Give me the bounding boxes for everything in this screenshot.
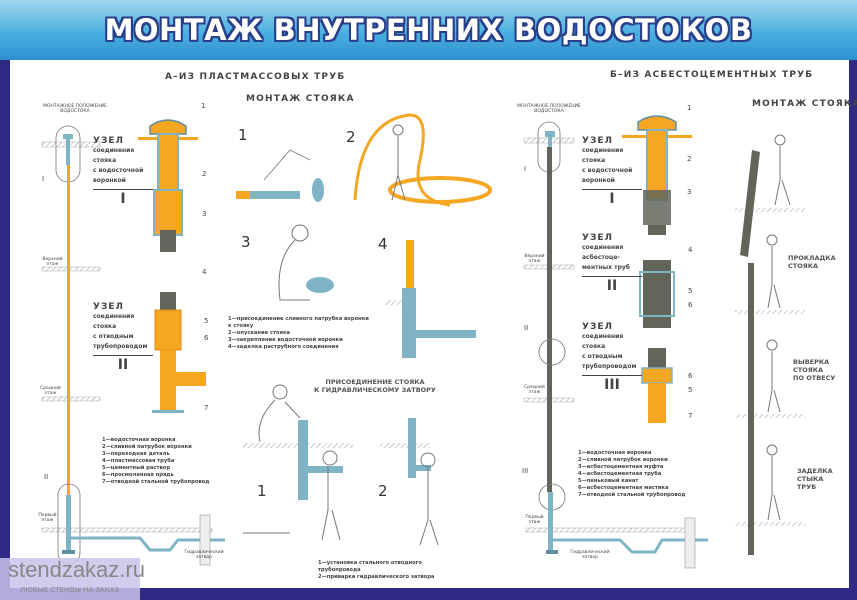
step-number: 1 — [257, 482, 267, 500]
legend-a: 1—водосточная воронка 2—сливной патрубок… — [102, 437, 210, 485]
callout: 5 — [688, 386, 693, 394]
node-details-a — [138, 119, 206, 413]
floor-label-middle: Средний этаж — [40, 386, 61, 396]
callout: 2 — [202, 170, 207, 178]
caption-joint-sealing: ЗАДЕЛКА СТЫКА ТРУБ — [797, 467, 833, 491]
callout: 3 — [202, 210, 207, 218]
callout: 1 — [687, 104, 692, 112]
floor-label-top: Верхний этаж — [42, 257, 63, 267]
riser-b-diagram — [523, 121, 708, 569]
section-a-heading: А–ИЗ ПЛАСТМАССОВЫХ ТРУБ — [165, 72, 346, 82]
node-label-ii: УЗЕЛ соединения стояка с отводным трубоп… — [93, 302, 153, 374]
floor-label-top: Верхний этаж — [524, 254, 545, 264]
callout: 2 — [687, 155, 692, 163]
trap-label: Гидравлический затвор — [570, 550, 610, 560]
section-b-install-position: МОНТАЖНОЕ ПОЛОЖЕНИЕ ВОДОСТОКА — [517, 104, 581, 114]
watermark-site: stendzakaz.ru — [8, 557, 145, 582]
section-a-assembly-heading: МОНТАЖ СТОЯКА — [246, 94, 355, 104]
watermark-background — [0, 558, 140, 600]
section-a-install-position: МОНТАЖНОЕ ПОЛОЖЕНИЕ ВОДОСТОКА — [43, 104, 107, 114]
trap-connection-drawings — [243, 384, 439, 546]
poster-title: МОНТАЖ ВНУТРЕННИХ ВОДОСТОКОВ — [104, 13, 753, 47]
caption-laying-riser: ПРОКЛАДКА СТОЯКА — [788, 254, 836, 270]
trap-label: Гидравлический затвор — [184, 550, 224, 560]
caption-plumb-check: ВЫВЕРКА СТОЯКА ПО ОТВЕСУ — [793, 358, 836, 382]
step-number: 3 — [241, 233, 251, 251]
floor-label-middle: Средний этаж — [524, 385, 545, 395]
node-label-ii: УЗЕЛ соединения асбестоце- ментных труб … — [582, 233, 642, 295]
step-number: 2 — [346, 128, 356, 146]
callout: 1 — [201, 102, 206, 110]
callout: 7 — [688, 412, 693, 420]
callout: 6 — [204, 334, 209, 342]
callout: 4 — [688, 246, 693, 254]
step-number: 2 — [378, 482, 388, 500]
assembly-legend-a: 1—присоединение сливного патрубка воронк… — [228, 316, 369, 350]
marker-ii: II — [524, 324, 529, 332]
riser-a-diagram — [41, 125, 225, 566]
callout: 5 — [688, 287, 693, 295]
callout: 3 — [687, 188, 692, 196]
node-details-b — [622, 115, 692, 423]
node-label-iii: УЗЕЛ соединения стояка с отводным трубоп… — [582, 322, 642, 394]
poster-panel — [10, 60, 849, 588]
marker-i: I — [42, 175, 45, 183]
assembly-steps-a — [236, 113, 492, 358]
callout: 5 — [204, 317, 209, 325]
marker-iii: III — [522, 467, 529, 475]
node-label-i: УЗЕЛ соединения стояка с водосточной вор… — [93, 136, 153, 208]
callout: 7 — [204, 404, 209, 412]
callout: 6 — [688, 372, 693, 380]
node-label-i: УЗЕЛ соединения стояка с водосточной вор… — [582, 136, 642, 208]
section-b-heading: Б–ИЗ АСБЕСТОЦЕМЕНТНЫХ ТРУБ — [610, 70, 814, 80]
marker-ii: II — [44, 473, 49, 481]
floor-label-first: Первый этаж — [525, 515, 544, 525]
callout: 6 — [688, 301, 693, 309]
floor-label-first: Первый этаж — [38, 513, 57, 523]
legend-b: 1—водосточная воронка 2—сливной патрубок… — [578, 450, 686, 498]
trap-connection-heading: ПРИСОЕДИНЕНИЕ СТОЯКА К ГИДРАВЛИЧЕСКОМУ З… — [314, 378, 436, 394]
title-banner — [0, 0, 857, 60]
step-number: 4 — [378, 235, 388, 253]
callout: 4 — [202, 268, 207, 276]
trap-connection-legend: 1—установка стального отводного трубопро… — [318, 560, 435, 580]
assembly-steps-b — [735, 134, 805, 555]
marker-i: I — [524, 165, 527, 173]
section-b-assembly-heading: МОНТАЖ СТОЯКА — [752, 99, 857, 109]
watermark-slogan: ЛЮБЫЕ СТЕНДЫ НА ЗАКАЗ — [20, 586, 119, 594]
step-number: 1 — [238, 126, 248, 144]
